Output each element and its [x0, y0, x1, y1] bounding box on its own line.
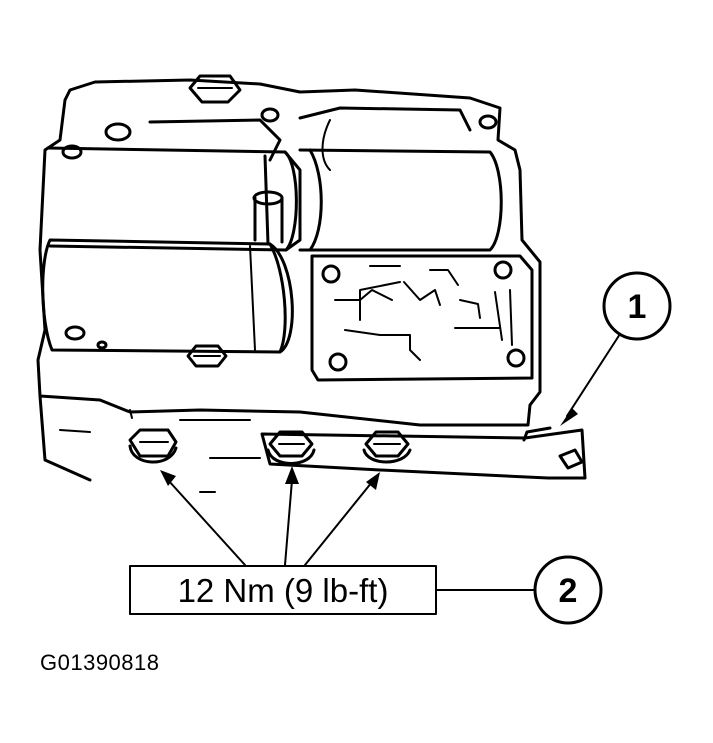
callout-1: 1	[602, 271, 672, 341]
leader-lines	[160, 333, 621, 591]
torque-spec-text: 12 Nm (9 lb-ft)	[178, 572, 389, 609]
arrowhead-middle-bolt	[285, 466, 299, 484]
arrowhead-right-bolt	[366, 472, 380, 490]
callout-1-number: 1	[628, 288, 647, 326]
callout-2-number: 2	[559, 572, 578, 610]
callout-1-arrowhead	[560, 408, 578, 426]
torque-spec-label: 12 Nm (9 lb-ft)	[129, 565, 437, 615]
valve-body-illustration	[36, 74, 587, 493]
arrowhead-left-bolt	[160, 470, 176, 486]
figure-id: G01390818	[40, 650, 160, 675]
callout-2: 2	[533, 555, 603, 625]
